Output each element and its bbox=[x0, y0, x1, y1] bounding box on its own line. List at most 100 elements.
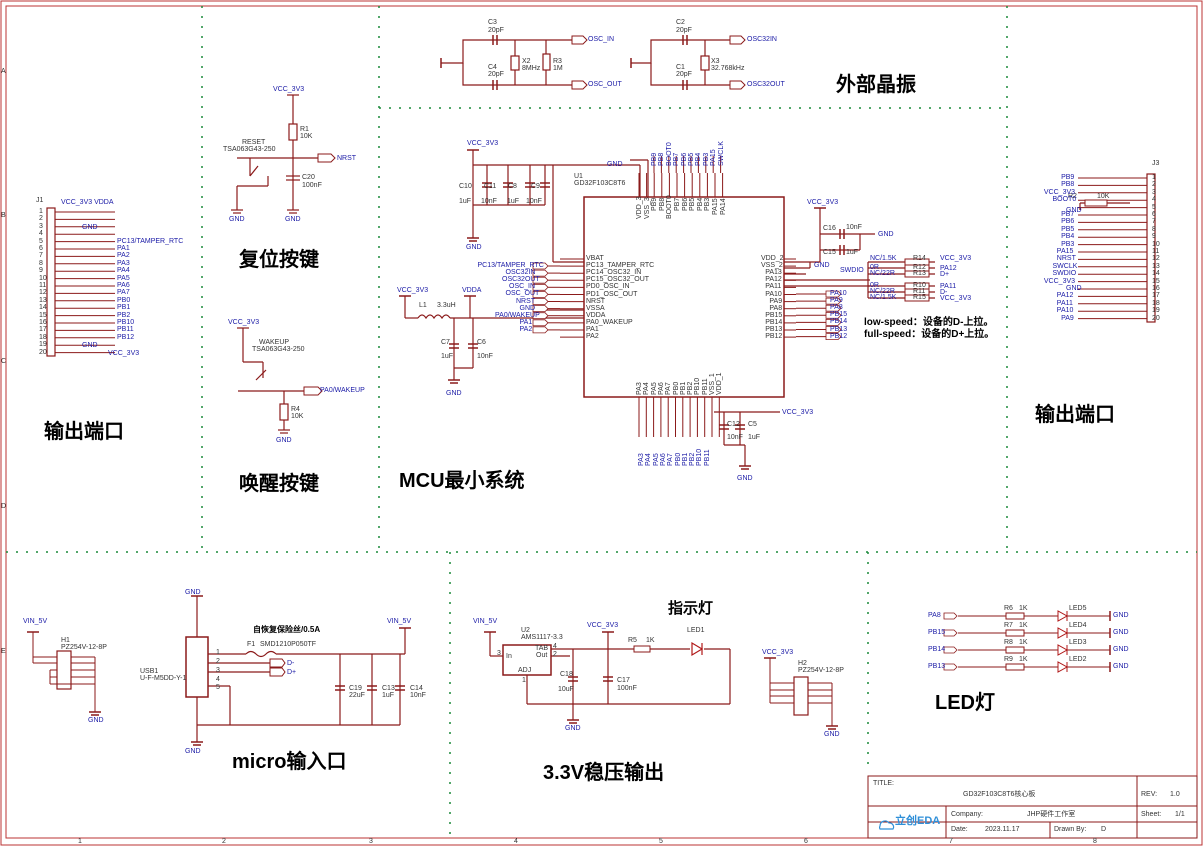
osc32-in-net: OSC32IN bbox=[747, 36, 777, 43]
usb-res-net: D+ bbox=[940, 271, 950, 278]
led-net: PB13 bbox=[928, 663, 946, 670]
osc-out-net: OSC_OUT bbox=[588, 81, 622, 88]
usb1-ref: USB1 bbox=[140, 668, 159, 675]
mcu-pin-top: PA14 bbox=[719, 198, 727, 215]
j3-pin-number: 18 bbox=[1152, 299, 1160, 307]
mcu-net-right: PB13 bbox=[830, 325, 848, 333]
date-label: Date: bbox=[951, 826, 968, 833]
c19-ref: C19 bbox=[349, 685, 362, 692]
reset-gnd-2: GND bbox=[285, 216, 301, 223]
j1-net: PB2 bbox=[117, 311, 131, 319]
mcu-pin-right: PB12 bbox=[765, 333, 783, 341]
reset-vcc: VCC_3V3 bbox=[273, 86, 305, 93]
mcu-pin-left: NRST bbox=[586, 297, 606, 305]
mcu-pin-bottom: VDD_1 bbox=[716, 372, 724, 395]
j3-pin-number: 2 bbox=[1152, 181, 1156, 189]
wakeup-net: PA0/WAKEUP bbox=[320, 387, 365, 394]
mcu-net-right: PA8 bbox=[830, 304, 843, 312]
usb-res-value: NC/22R bbox=[870, 288, 895, 295]
rev-value: 1.0 bbox=[1170, 791, 1180, 798]
note-low-speed: low-speed：设备的D-上拉。 bbox=[864, 317, 994, 328]
x3-ref: X3 bbox=[711, 58, 720, 65]
usb-res-value: NC/22R bbox=[870, 270, 895, 277]
led-res-ref: R9 bbox=[1004, 656, 1013, 663]
mcu-gnd-top: GND bbox=[607, 161, 623, 168]
mcu-pin-right: VSS_2 bbox=[761, 262, 783, 270]
j3-pin-number: 1 bbox=[1152, 174, 1156, 181]
mcu-vcc-bottom: VCC_3V3 bbox=[782, 409, 814, 416]
section-ldo: 3.3V稳压输出 bbox=[543, 762, 665, 784]
reset-label: RESET bbox=[242, 139, 266, 146]
u2-pin-adj: ADJ bbox=[518, 667, 532, 674]
j1-net: GND bbox=[82, 342, 98, 350]
usb-res-net: D- bbox=[940, 289, 948, 296]
c20-val: 100nF bbox=[302, 182, 322, 189]
mcu-pin-bottom: PA3 bbox=[636, 382, 643, 395]
j3-net: PB8 bbox=[1061, 181, 1075, 189]
r1-ref: R1 bbox=[300, 126, 309, 133]
j1-ref: J1 bbox=[36, 197, 44, 204]
micro-vin-left: VIN_5V bbox=[23, 618, 48, 625]
col-5: 5 bbox=[659, 838, 663, 845]
row-c: C bbox=[1, 358, 7, 365]
drawn-label: Drawn By: bbox=[1054, 826, 1087, 833]
led-net: PB15 bbox=[928, 629, 946, 636]
j3-net: PB5 bbox=[1061, 225, 1075, 233]
j1-net: PA7 bbox=[117, 289, 130, 297]
mcu-pin-left: VSSA bbox=[586, 304, 605, 312]
mcu-pin-left: PA0_WAKEUP bbox=[586, 318, 633, 326]
c3-val: 20pF bbox=[488, 27, 504, 34]
j3-pin-number: 19 bbox=[1152, 307, 1160, 315]
mcu-vcc-right: VCC_3V3 bbox=[807, 199, 839, 206]
title-label: TITLE: bbox=[873, 780, 895, 787]
mcu-pin-top: PB3 bbox=[704, 197, 712, 211]
led-res-val: 1K bbox=[1019, 639, 1028, 646]
r5-ref: R5 bbox=[628, 637, 637, 644]
mcu-pin-left: PD1_OSC_OUT bbox=[586, 290, 638, 298]
usb-res-ref: R10 bbox=[913, 282, 926, 289]
wakeup-vcc: VCC_3V3 bbox=[228, 319, 260, 326]
mcu-pin-bottom: PB0 bbox=[672, 381, 680, 395]
c17-val: 100nF bbox=[617, 685, 637, 692]
led-res-val: 1K bbox=[1019, 656, 1028, 663]
j1-net: PC13/TAMPER_RTC bbox=[117, 237, 184, 245]
mcu-pin-top: VDD_3 bbox=[636, 196, 643, 219]
lceda-logo: 立创EDA bbox=[895, 815, 941, 827]
r5-val: 1K bbox=[646, 637, 655, 644]
j1-pin-number: 2 bbox=[39, 215, 43, 223]
mcu-net-top: PB3 bbox=[702, 152, 710, 166]
led-ref: LED2 bbox=[1069, 656, 1087, 663]
j3-net: VCC_3V3 bbox=[1043, 277, 1076, 285]
mcu-net-bottom: PA5 bbox=[652, 453, 660, 466]
r2-ref: R2 bbox=[1068, 193, 1077, 200]
usb-res-value: 0R bbox=[870, 282, 879, 289]
led-res-ref: R6 bbox=[1004, 605, 1013, 612]
j1-pin-number: 12 bbox=[39, 289, 47, 297]
j1-pin-number: 3 bbox=[39, 222, 43, 230]
j1-pin-number: 18 bbox=[39, 333, 47, 341]
wakeup-switch-part: TSA063G43-250 bbox=[252, 346, 305, 353]
mcu-pin-right: PA11 bbox=[765, 283, 782, 291]
c4-val: 20pF bbox=[488, 71, 504, 78]
micro-dm: D- bbox=[287, 660, 295, 667]
mcu-gnd-bottom: GND bbox=[737, 475, 753, 482]
j3-pin-number: 8 bbox=[1152, 225, 1156, 233]
c11-ref: C11 bbox=[484, 183, 497, 190]
r4-ref: R4 bbox=[291, 406, 300, 413]
u2-pin-out: Out bbox=[536, 652, 548, 659]
c3-ref: C3 bbox=[488, 19, 497, 26]
h2-ref: H2 bbox=[798, 660, 807, 667]
mcu-net-right: PB14 bbox=[830, 318, 848, 326]
mcu-net-left: OSC_IN bbox=[509, 283, 536, 291]
x2-val: 8MHz bbox=[522, 65, 541, 72]
c5-ref: C5 bbox=[748, 421, 757, 428]
col-3: 3 bbox=[369, 838, 373, 845]
j1-net: PA1 bbox=[117, 245, 130, 252]
j3-pin-number: 16 bbox=[1152, 285, 1160, 292]
u2-pin-tab: TAB bbox=[535, 645, 549, 652]
c7-ref: C7 bbox=[441, 339, 450, 346]
j3-net: PB4 bbox=[1061, 233, 1075, 241]
led-net: PB14 bbox=[928, 646, 946, 653]
mcu-pin-bottom: PA5 bbox=[650, 382, 658, 395]
